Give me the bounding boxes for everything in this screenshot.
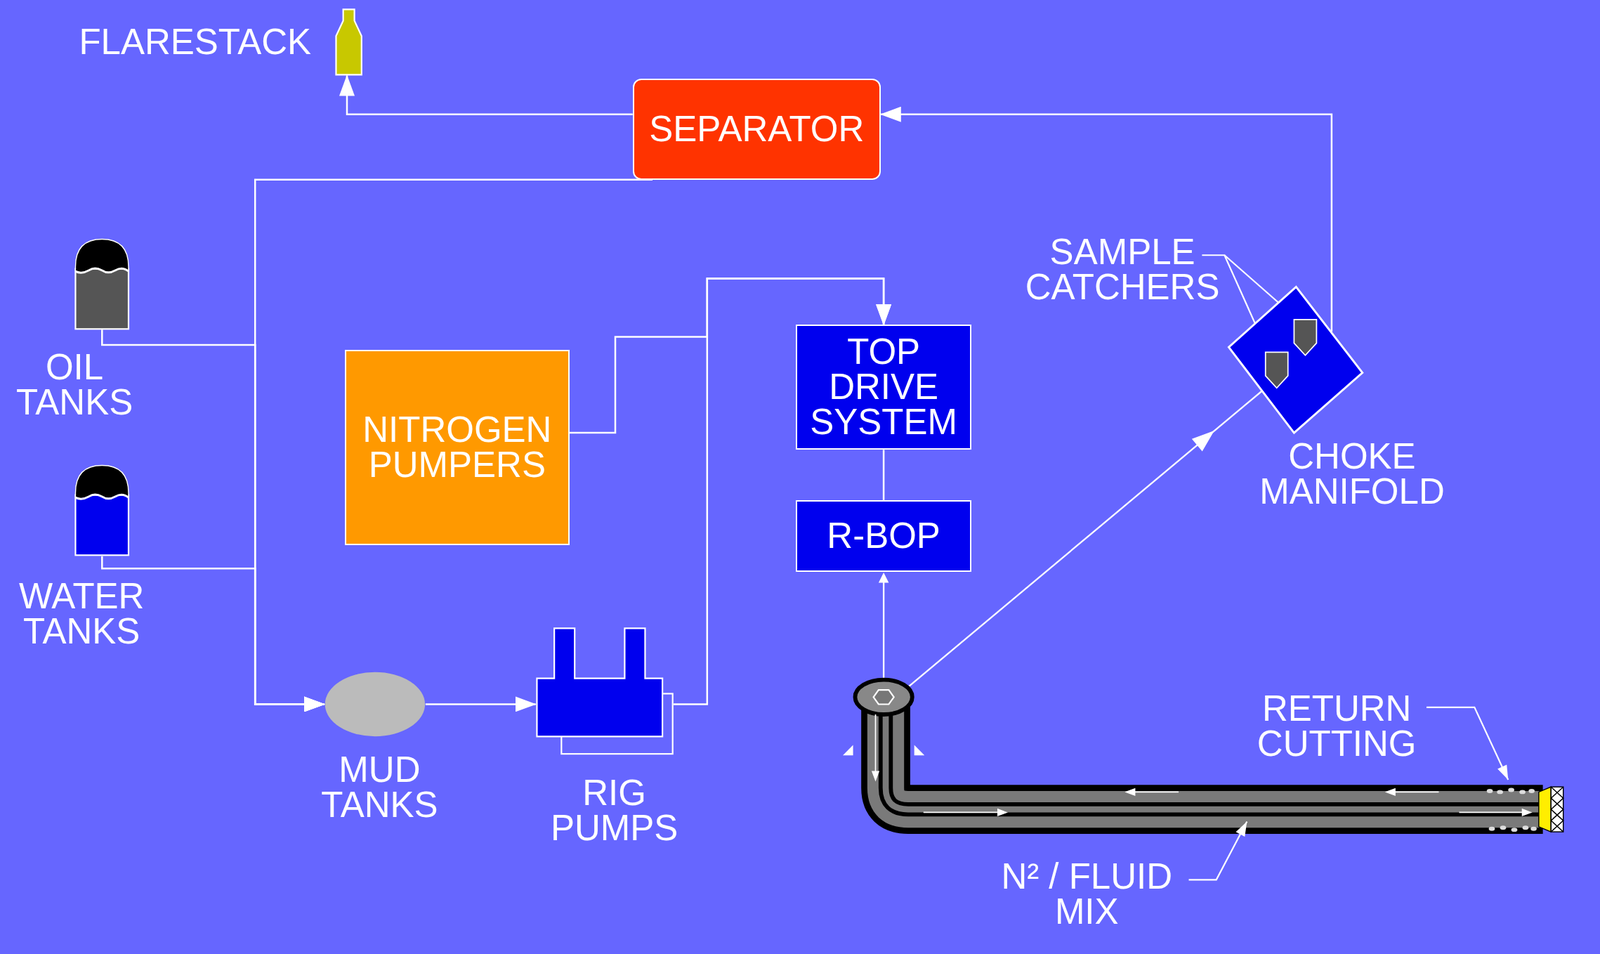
- outside-label: OIL TANKS: [16, 349, 133, 421]
- outside-label: WATER TANKS: [18, 578, 144, 649]
- rbop-box: R-BOP: [795, 500, 972, 572]
- drill-pipe: [885, 703, 1544, 810]
- outside-label: CHOKE MANIFOLD: [1259, 438, 1445, 510]
- flow-arrows: [872, 714, 1531, 816]
- flow-line: [882, 449, 885, 501]
- flare-shape: [335, 8, 363, 76]
- outside-label: RIG PUMPS: [550, 775, 678, 846]
- flow-line: [346, 75, 633, 115]
- box-label: R-BOP: [805, 518, 962, 554]
- bit-hatch: [1550, 786, 1563, 832]
- box-label: NITROGEN PUMPERS: [354, 412, 560, 483]
- flange-mark: [914, 745, 926, 756]
- mud-shape: [324, 671, 426, 737]
- leader-lines: [1189, 254, 1509, 880]
- box-text: R-BOP: [805, 518, 962, 554]
- callout-label: RETURN CUTTING: [1257, 691, 1417, 762]
- bit-cutter: [1550, 786, 1563, 832]
- node-label: WATER TANKS: [18, 578, 144, 649]
- node-label: OIL TANKS: [16, 349, 133, 421]
- label-holder: N² / FLUID MIX: [990, 858, 1184, 930]
- wellbore: [885, 703, 1544, 810]
- water-shape: [74, 464, 130, 557]
- choke-manifold: CHOKE MANIFOLD: [1227, 285, 1364, 435]
- flow-line: [880, 114, 1332, 332]
- box-text: TOP DRIVE SYSTEM: [805, 334, 962, 440]
- flarestack: FLARESTACK: [335, 8, 363, 76]
- label-holder: RETURN CUTTING: [1257, 691, 1417, 762]
- oil-shape: [74, 238, 130, 331]
- drill-bit: [1538, 786, 1551, 832]
- water-tank: WATER TANKS: [74, 464, 130, 557]
- node-label: FLARESTACK: [78, 24, 312, 60]
- nitrogen-pumpers-box: NITROGEN PUMPERS: [344, 349, 570, 545]
- leader-heads: [1235, 301, 1508, 837]
- flow-line: [254, 179, 653, 705]
- wellhead-line: [882, 581, 885, 679]
- cuttings: [1486, 788, 1537, 832]
- node-label: RIG PUMPS: [550, 775, 678, 846]
- flow-line: [425, 703, 536, 706]
- top-drive-box: TOP DRIVE SYSTEM: [795, 324, 972, 450]
- wellhead: [854, 679, 912, 715]
- box-label: TOP DRIVE SYSTEM: [805, 334, 962, 440]
- wellhead-hex: [873, 689, 895, 704]
- oil-tank: OIL TANKS: [74, 238, 130, 331]
- rig-pump: RIG PUMPS: [535, 627, 674, 756]
- arrow-head: [1191, 430, 1215, 451]
- pump-shape: [535, 627, 674, 756]
- pipe-bore: [885, 703, 1544, 810]
- node-label: CHOKE MANIFOLD: [1259, 438, 1445, 510]
- box-label: SEPARATOR: [642, 111, 871, 147]
- flange-mark: [842, 745, 854, 756]
- arrow-head: [878, 572, 890, 583]
- callout-label: SAMPLE CATCHERS: [1025, 234, 1221, 305]
- separator-box: SEPARATOR: [632, 78, 881, 180]
- callout-label: N² / FLUID MIX: [990, 858, 1184, 930]
- box-text: NITROGEN PUMPERS: [354, 412, 560, 483]
- node-label: MUD TANKS: [320, 752, 438, 823]
- annulus: [885, 703, 1544, 810]
- outside-label: FLARESTACK: [78, 24, 312, 60]
- box-text: SEPARATOR: [642, 111, 871, 147]
- outside-label: MUD TANKS: [320, 752, 438, 823]
- choke-shape: [1227, 285, 1364, 435]
- mud-tank: MUD TANKS: [324, 671, 426, 737]
- label-holder: SAMPLE CATCHERS: [1025, 234, 1221, 305]
